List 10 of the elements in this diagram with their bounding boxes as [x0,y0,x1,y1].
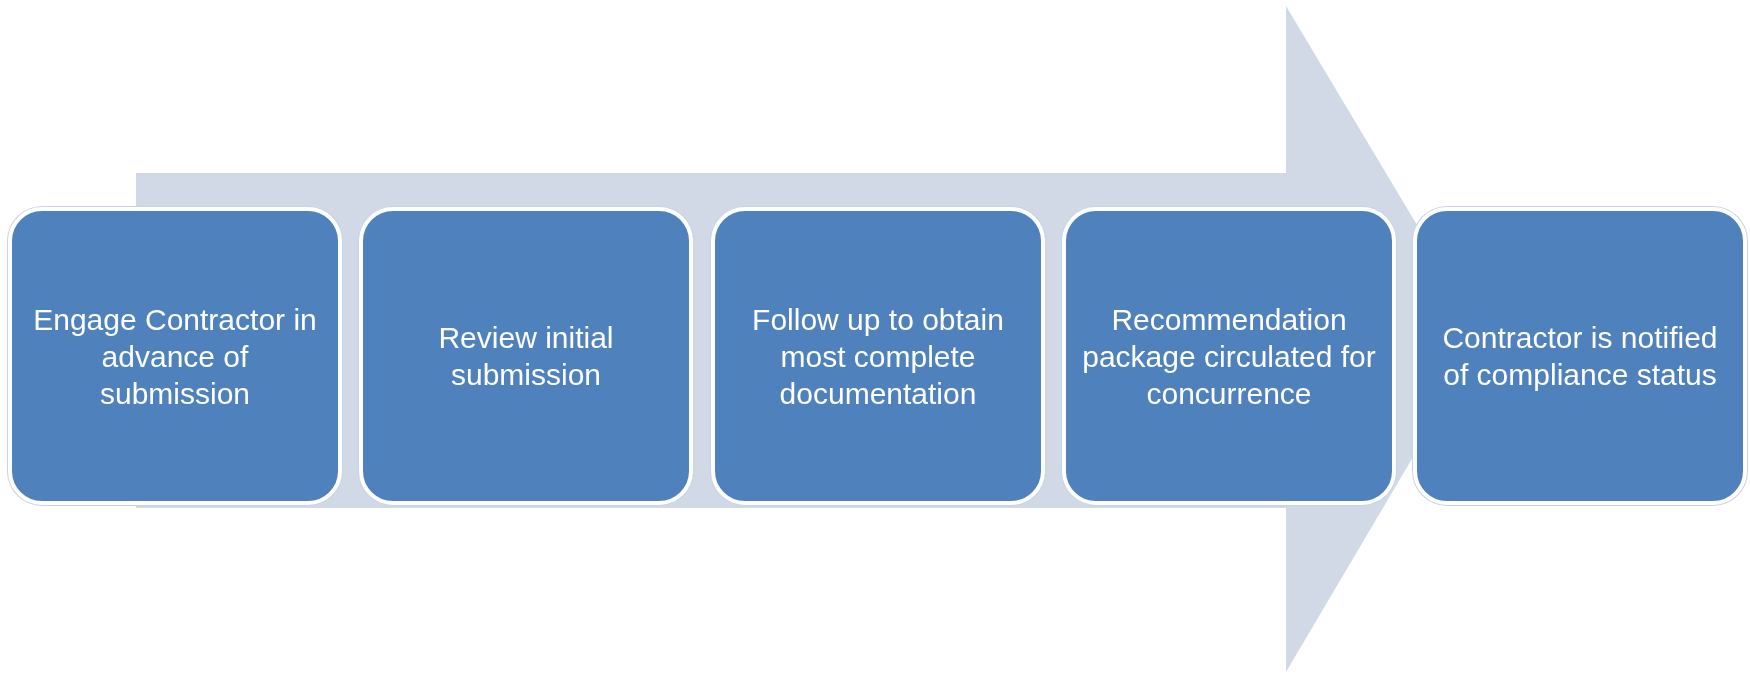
step-text: Engage Contractor in advance of submission [32,301,318,412]
process-box [711,207,1045,505]
process-box [359,207,693,505]
step-text: Review initial submission [437,320,615,393]
process-box [1413,207,1747,505]
process-box [1062,207,1396,505]
step-text: Follow up to obtain most complete documentation [751,301,1005,412]
step-text: Recommendation package circulated for concurrence [1081,301,1377,412]
process-box [8,207,342,505]
step-text: Contractor is notified of compliance status [1441,320,1719,393]
